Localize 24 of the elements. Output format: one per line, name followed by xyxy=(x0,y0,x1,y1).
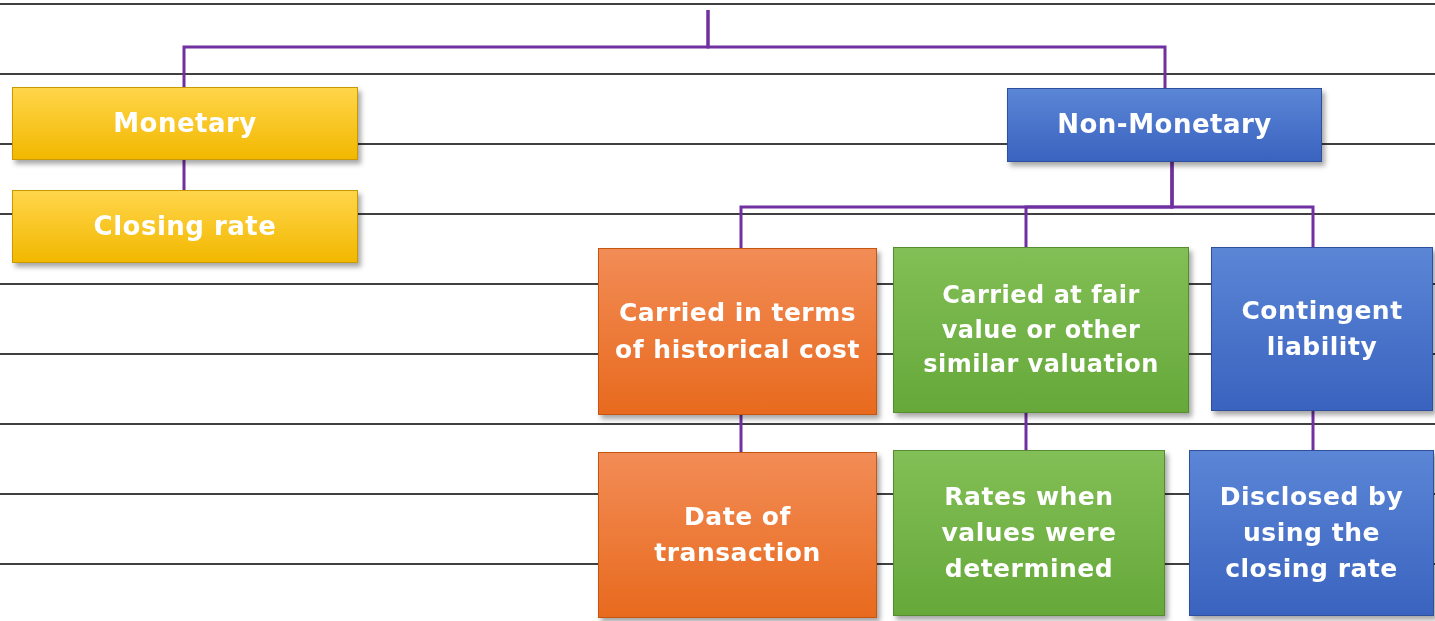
box-label: Disclosed by using the closing rate xyxy=(1218,480,1405,586)
process-box xyxy=(1189,450,1434,616)
process-box xyxy=(12,87,358,160)
box-label: Rates when values were determined xyxy=(940,480,1118,586)
process-box xyxy=(12,190,358,263)
process-box xyxy=(1007,88,1322,162)
connector-line xyxy=(182,160,186,190)
process-box xyxy=(1211,247,1433,411)
box-label: Monetary xyxy=(113,106,257,140)
box-label: Carried at fair value or other similar valuation xyxy=(922,279,1160,381)
process-box xyxy=(893,450,1165,616)
connector-line xyxy=(1024,413,1028,450)
box-label: Contingent liability xyxy=(1240,294,1404,363)
connector-line xyxy=(739,415,743,452)
process-box xyxy=(893,247,1189,413)
process-box xyxy=(598,452,877,618)
connector-line xyxy=(1170,162,1315,247)
box-label: Closing rate xyxy=(93,209,277,243)
box-label: Date of transaction xyxy=(653,500,822,569)
box-label: Carried in terms of historical cost xyxy=(614,297,861,366)
connector-line xyxy=(1311,411,1315,450)
box-label: Non-Monetary xyxy=(1057,108,1272,142)
connector-line xyxy=(706,10,1167,88)
process-box xyxy=(598,248,877,415)
